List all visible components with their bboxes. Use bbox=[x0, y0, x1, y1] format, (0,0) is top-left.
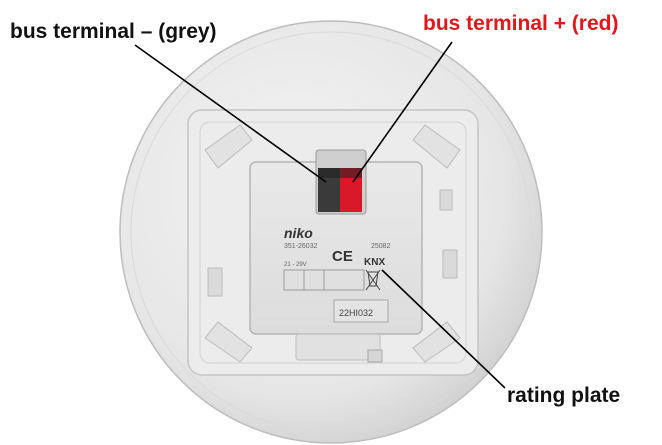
grey-terminal bbox=[318, 168, 340, 212]
brand-logo: niko bbox=[284, 225, 313, 241]
voltage-rating: 21 - 29V bbox=[284, 262, 307, 268]
serial-label bbox=[333, 299, 389, 323]
red-terminal bbox=[340, 168, 362, 212]
knx-mark: KNX bbox=[364, 257, 385, 268]
leader-grey-terminal bbox=[134, 44, 327, 183]
leader-rating-plate bbox=[381, 269, 506, 389]
leader-red-terminal bbox=[352, 41, 453, 183]
bus-terminal-block bbox=[315, 149, 367, 215]
article-number: 351-26032 bbox=[284, 243, 318, 250]
bus-module bbox=[249, 161, 423, 363]
rating-plate-callout: rating plate bbox=[507, 384, 621, 407]
grey-terminal-callout: bus terminal – (grey) bbox=[10, 20, 217, 43]
leader-lines bbox=[134, 41, 506, 389]
red-terminal-callout: bus terminal + (red) bbox=[423, 12, 619, 35]
ce-mark: CE bbox=[332, 248, 353, 265]
weee-bin-icon bbox=[365, 269, 381, 291]
rating-plate: niko 351-26032 25082 CE KNX 21 - 29V 22H… bbox=[283, 225, 391, 323]
serial-number: 22HI032 bbox=[339, 308, 373, 318]
reference-number: 25082 bbox=[371, 243, 391, 250]
